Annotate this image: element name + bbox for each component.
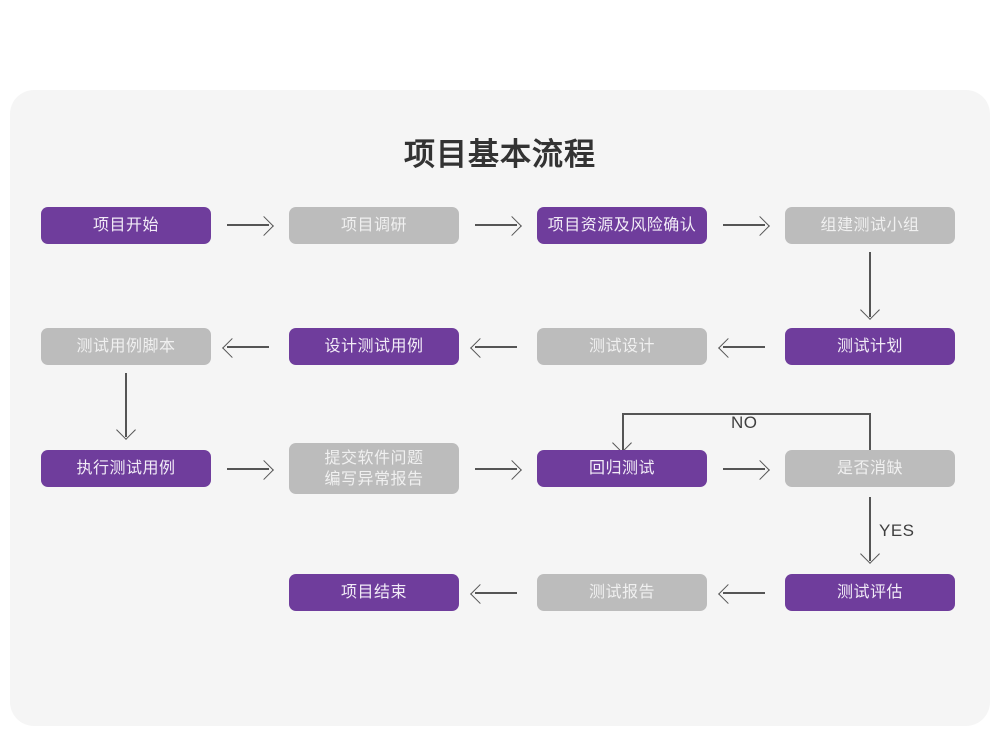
node-design-testcase[interactable]: 设计测试用例 <box>289 328 459 365</box>
edge-no-right-riser <box>869 413 871 450</box>
edge-n10-n11-line <box>475 468 517 470</box>
node-build-test-team[interactable]: 组建测试小组 <box>785 207 955 244</box>
edge-n5-n9-line <box>125 373 127 437</box>
edge-n15-n14-line <box>723 592 765 594</box>
node-execute-testcase[interactable]: 执行测试用例 <box>41 450 211 487</box>
node-test-report[interactable]: 测试报告 <box>537 574 707 611</box>
edge-n3-n4-line <box>723 224 765 226</box>
node-project-start[interactable]: 项目开始 <box>41 207 211 244</box>
diagram-card <box>10 90 990 726</box>
edge-n7-n6-line <box>475 346 517 348</box>
edge-n11-n12-line <box>723 468 765 470</box>
edge-n1-n2-line <box>227 224 269 226</box>
node-testcase-script[interactable]: 测试用例脚本 <box>41 328 211 365</box>
edge-n8-n7-line <box>723 346 765 348</box>
edge-n6-n5-line <box>227 346 269 348</box>
node-regression-test[interactable]: 回归测试 <box>537 450 707 487</box>
node-test-evaluation[interactable]: 测试评估 <box>785 574 955 611</box>
edge-no-top-span <box>622 413 871 415</box>
node-project-end[interactable]: 项目结束 <box>289 574 459 611</box>
edge-n9-n10-line <box>227 468 269 470</box>
node-project-research[interactable]: 项目调研 <box>289 207 459 244</box>
edge-n2-n3-line <box>475 224 517 226</box>
node-submit-issue-report[interactable]: 提交软件问题 编写异常报告 <box>289 443 459 494</box>
edge-label-yes: YES <box>879 521 915 540</box>
edge-label-no: NO <box>731 413 758 432</box>
node-defect-resolved[interactable]: 是否消缺 <box>785 450 955 487</box>
page-title: 项目基本流程 <box>404 137 596 172</box>
edge-n14-n13-line <box>475 592 517 594</box>
edge-n4-n8-line <box>869 252 871 317</box>
node-resource-risk-confirm[interactable]: 项目资源及风险确认 <box>537 207 707 244</box>
edge-no-left-drop <box>622 413 624 450</box>
node-test-plan[interactable]: 测试计划 <box>785 328 955 365</box>
node-test-design[interactable]: 测试设计 <box>537 328 707 365</box>
edge-yes-line <box>869 497 871 561</box>
